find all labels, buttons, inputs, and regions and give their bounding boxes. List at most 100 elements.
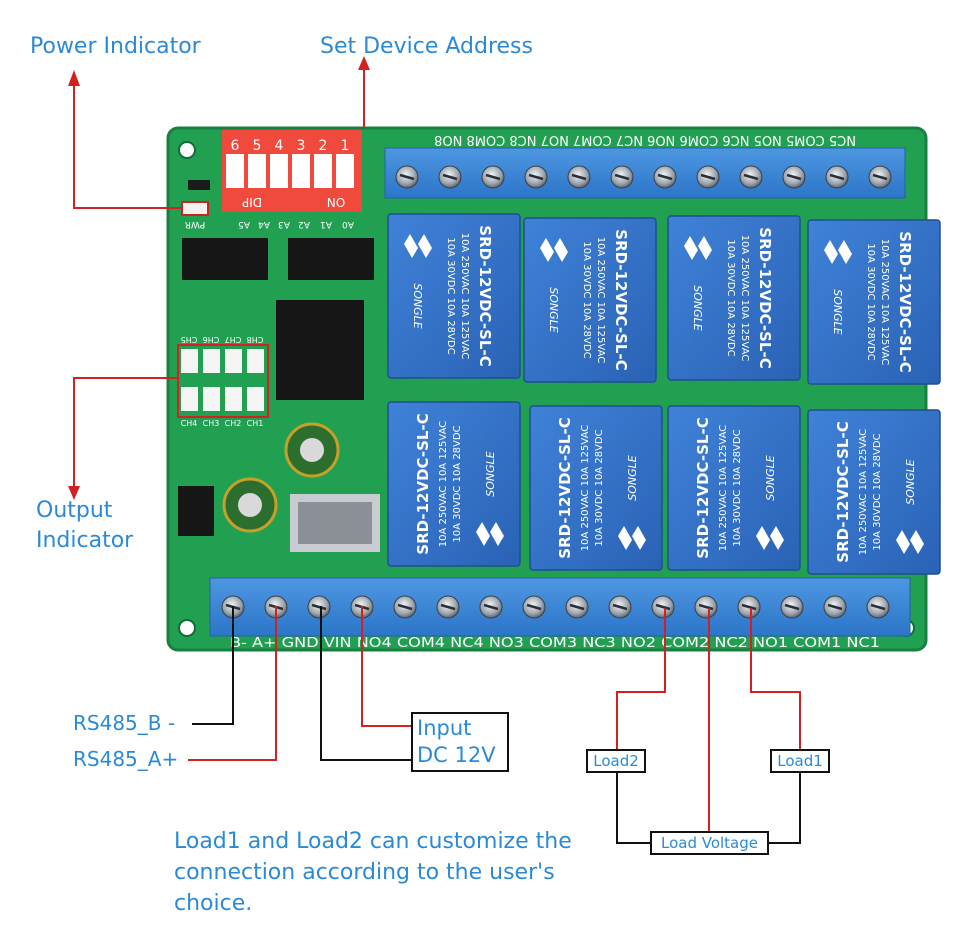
svg-text:A3: A3 xyxy=(278,219,290,229)
top-terminal-screw-10 xyxy=(782,165,806,189)
input-dc-box: Input DC 12V xyxy=(411,712,509,772)
load-customize-note: Load1 and Load2 can customize the connec… xyxy=(174,829,572,916)
svg-text:SONGLE: SONGLE xyxy=(411,283,424,329)
power-indicator-label: Power Indicator xyxy=(30,34,201,59)
svg-text:10A 30VDC 10A 28VDC: 10A 30VDC 10A 28VDC xyxy=(581,241,592,358)
svg-text:10A 250VAC 10A 125VAC: 10A 250VAC 10A 125VAC xyxy=(858,429,869,556)
svg-text:10A 250VAC 10A 125VAC: 10A 250VAC 10A 125VAC xyxy=(459,233,470,360)
top-terminal-screw-4 xyxy=(524,165,548,189)
svg-text:SONGLE: SONGLE xyxy=(626,455,639,501)
top-terminal-screw-1 xyxy=(395,165,419,189)
rs485-b-label: RS485_B - xyxy=(73,711,176,735)
capacitors xyxy=(222,422,340,533)
callout-arrows xyxy=(73,68,365,492)
svg-text:CH2: CH2 xyxy=(225,419,242,428)
svg-text:10A 30VDC 10A 28VDC: 10A 30VDC 10A 28VDC xyxy=(445,237,456,354)
mount-hole-bl xyxy=(178,619,196,637)
callout-arrowheads xyxy=(68,56,370,500)
bottom-terminal-screw-10 xyxy=(608,595,632,619)
svg-text:10A 30VDC 10A 28VDC: 10A 30VDC 10A 28VDC xyxy=(725,239,736,356)
bottom-terminal-screw-7 xyxy=(479,595,503,619)
output-indicator-label: Output Indicator xyxy=(36,496,133,556)
svg-text:A0: A0 xyxy=(342,219,354,229)
svg-text:CH4: CH4 xyxy=(181,419,198,428)
svg-text:10A 250VAC 10A 125VAC: 10A 250VAC 10A 125VAC xyxy=(595,237,606,364)
top-terminal-silkscreen: NC5 COM5 NO5 NC6 COM6 NO6 NC7 COM7 NO7 N… xyxy=(434,132,856,147)
svg-text:10A 250VAC 10A 125VAC: 10A 250VAC 10A 125VAC xyxy=(580,425,591,552)
svg-text:A5: A5 xyxy=(238,219,250,229)
dip-num-6: 6 xyxy=(231,138,240,154)
svg-text:10A 30VDC 10A 28VDC: 10A 30VDC 10A 28VDC xyxy=(872,433,883,550)
svg-text:A4: A4 xyxy=(258,219,270,229)
top-terminal-screw-6 xyxy=(610,165,634,189)
top-terminal-screw-11 xyxy=(825,165,849,189)
svg-text:10A 30VDC 10A 28VDC: 10A 30VDC 10A 28VDC xyxy=(732,429,743,546)
output-indicator-line2: Indicator xyxy=(36,528,134,553)
svg-text:A2: A2 xyxy=(298,219,310,229)
rs485-a-wire xyxy=(188,606,277,761)
svg-text:SONGLE: SONGLE xyxy=(691,285,704,331)
bottom-terminal-screw-14 xyxy=(780,595,804,619)
bottom-terminal-screw-9 xyxy=(565,595,589,619)
load-voltage-box: Load Voltage xyxy=(650,831,769,855)
bottom-terminal-screw-11 xyxy=(651,595,675,619)
set-device-address-label: Set Device Address xyxy=(320,34,533,59)
svg-text:SONGLE: SONGLE xyxy=(484,451,497,497)
svg-text:CH7: CH7 xyxy=(225,335,242,344)
svg-text:10A 30VDC 10A 28VDC: 10A 30VDC 10A 28VDC xyxy=(594,429,605,546)
input-line2: DC 12V xyxy=(417,743,496,767)
address-pin-labels: A5 A4 A3 A2 A1 A0 xyxy=(238,219,354,229)
top-terminal-screw-12 xyxy=(868,165,892,189)
top-terminal-screw-7 xyxy=(653,165,677,189)
bottom-terminal-screw-8 xyxy=(522,595,546,619)
dip-num-2: 2 xyxy=(319,138,328,154)
bottom-terminal-screw-16 xyxy=(866,595,890,619)
dip-num-5: 5 xyxy=(253,138,262,154)
svg-text:10A 250VAC 10A 125VAC: 10A 250VAC 10A 125VAC xyxy=(718,425,729,552)
svg-text:SRD-12VDC-SL-C: SRD-12VDC-SL-C xyxy=(694,417,712,558)
svg-text:10A 250VAC 10A 125VAC: 10A 250VAC 10A 125VAC xyxy=(739,235,750,362)
load2-wire xyxy=(616,608,666,750)
wiring-lines xyxy=(188,606,801,844)
rs485-b-wire xyxy=(192,606,234,725)
dip-num-3: 3 xyxy=(297,138,306,154)
svg-text:10A 250VAC 10A 125VAC: 10A 250VAC 10A 125VAC xyxy=(879,239,890,366)
top-terminal-screw-2 xyxy=(438,165,462,189)
svg-text:CH6: CH6 xyxy=(203,335,220,344)
load2-return-wire xyxy=(616,772,652,844)
svg-text:SRD-12VDC-SL-C: SRD-12VDC-SL-C xyxy=(896,231,914,372)
bottom-terminal-silkscreen: B- A+ GND VIN NO4 COM4 NC4 NO3 COM3 NC3 … xyxy=(230,636,880,651)
svg-text:SONGLE: SONGLE xyxy=(904,459,917,505)
power-indicator-arrow xyxy=(73,86,182,209)
vin-wire xyxy=(361,606,412,727)
pwr-label: PWR xyxy=(185,219,206,229)
svg-text:CH5: CH5 xyxy=(181,335,198,344)
top-terminal-screws xyxy=(395,165,892,189)
pcb-edge xyxy=(166,126,928,652)
svg-text:A1: A1 xyxy=(320,219,332,229)
svg-text:CH8: CH8 xyxy=(247,335,264,344)
svg-text:SRD-12VDC-SL-C: SRD-12VDC-SL-C xyxy=(556,417,574,558)
top-terminal-screw-8 xyxy=(696,165,720,189)
load1-return-wire xyxy=(768,772,801,844)
load1-box: Load1 xyxy=(770,749,830,773)
svg-text:SONGLE: SONGLE xyxy=(764,455,777,501)
dip-on-label: ON xyxy=(327,195,345,209)
dip-switch: 6 5 4 3 2 1 DIP ON xyxy=(222,130,362,212)
svg-text:SRD-12VDC-SL-C: SRD-12VDC-SL-C xyxy=(834,421,852,562)
mount-hole-tl xyxy=(178,141,196,159)
load2-box: Load2 xyxy=(586,749,646,773)
bottom-terminal-screw-6 xyxy=(436,595,460,619)
svg-text:CH1: CH1 xyxy=(247,419,264,428)
svg-text:SONGLE: SONGLE xyxy=(831,289,844,335)
input-line1: Input xyxy=(417,716,472,740)
svg-text:SRD-12VDC-SL-C: SRD-12VDC-SL-C xyxy=(414,413,432,554)
